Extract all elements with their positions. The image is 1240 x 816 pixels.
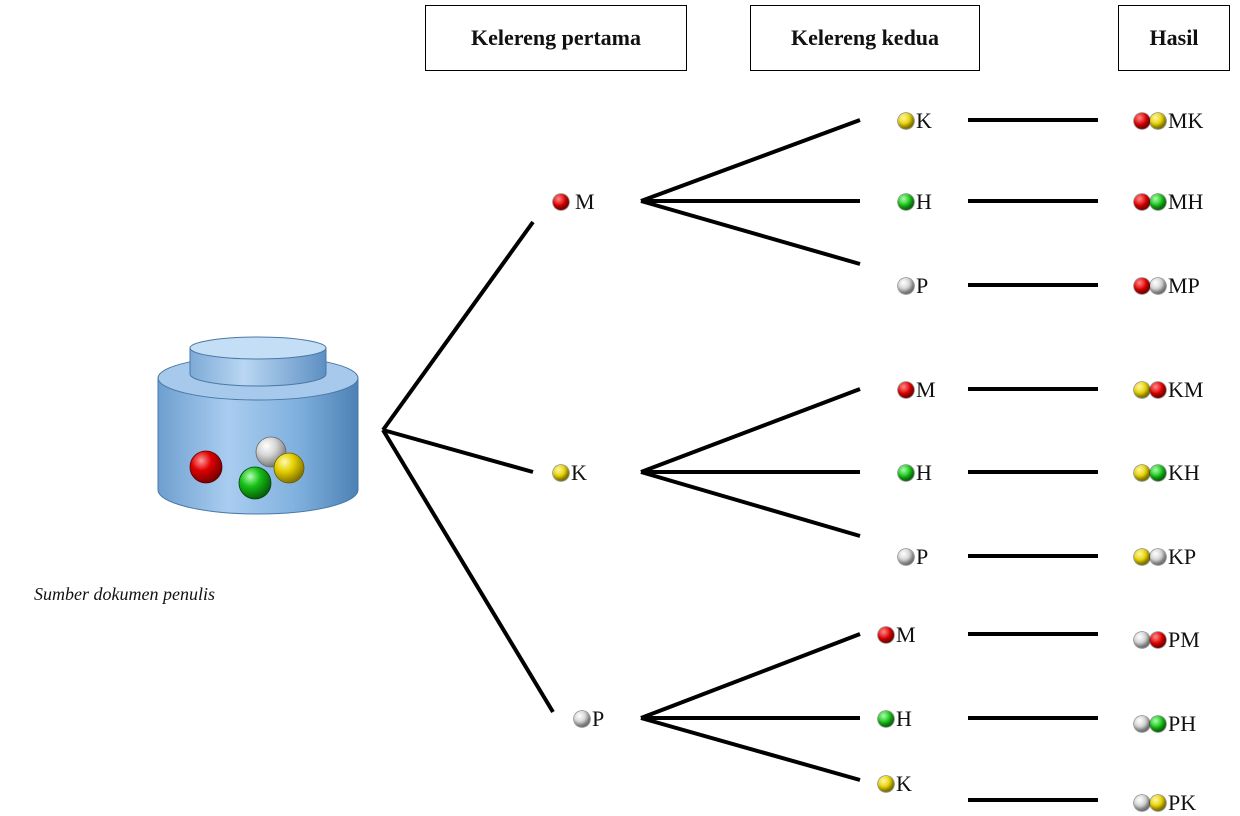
header-first-marble: Kelereng pertama [425,5,687,71]
result-label: PH [1168,711,1197,736]
second-node-label: H [916,189,932,214]
silver-marble-icon [1134,716,1150,732]
result-label: KM [1168,377,1204,402]
second-node-3: P [898,273,928,299]
header-second-marble: Kelereng kedua [750,5,980,71]
header-result: Hasil [1118,5,1230,71]
edge-root-M [381,220,535,432]
header-result-label: Hasil [1149,25,1199,50]
result-node-1: MK [1134,108,1203,134]
first-node-M: M [553,189,595,215]
result-label: PM [1168,627,1200,652]
edge-M-P [640,199,861,266]
silver-marble-icon [1150,278,1166,294]
yellow-marble-icon [1134,549,1150,565]
first-node-P: P [574,706,604,732]
first-node-K: K [553,460,587,486]
result-label: MK [1168,108,1204,133]
edge-K-M [640,387,861,474]
green-marble-icon [898,194,914,210]
second-node-label: M [916,377,936,402]
second-node-label: H [896,706,912,731]
second-node-label: M [896,622,916,647]
result-node-2: MH [1134,189,1203,215]
header-second-label: Kelereng kedua [790,25,940,50]
result-node-4: KM [1134,377,1203,403]
silver-marble-icon [1150,549,1166,565]
first-node-label: P [592,706,605,731]
second-node-6: P [898,544,928,570]
edge-M-K [640,118,861,203]
edge-K-P [640,470,861,538]
green-marble-icon [898,465,914,481]
red-marble-icon [1150,382,1166,398]
result-node-7: PM [1134,627,1200,653]
edge-root-K [382,428,534,474]
result-node-6: KP [1134,544,1196,570]
edge-P-M [640,632,861,720]
second-node-7: M [878,622,916,648]
silver-marble-icon [574,711,590,727]
red-marble-icon [553,194,569,210]
silver-marble-icon [1134,795,1150,811]
second-node-label: P [916,544,929,569]
second-node-label: H [916,460,932,485]
first-node-label: M [575,189,595,214]
result-node-5: KH [1134,460,1200,486]
second-node-label: K [896,771,912,796]
green-marble-icon [1150,716,1166,732]
yellow-marble-icon [1134,465,1150,481]
result-label: KP [1168,544,1197,569]
second-node-label: K [916,108,932,133]
header-first-label: Kelereng pertama [470,25,642,50]
result-label: PK [1168,790,1197,815]
second-node-1: K [898,108,932,134]
second-node-2: H [898,189,932,215]
result-label: MP [1168,273,1200,298]
result-label: KH [1168,460,1200,485]
second-node-8: H [878,706,912,732]
yellow-marble-icon [553,465,569,481]
result-node-3: MP [1134,273,1200,299]
red-marble-icon [878,627,894,643]
red-marble-icon [1150,632,1166,648]
green-marble-icon [1150,465,1166,481]
red-marble-icon [1134,113,1150,129]
second-node-5: H [898,460,932,486]
silver-marble-icon [898,278,914,294]
source-caption: Sumber dokumen penulis [34,584,215,604]
green-marble-icon [878,711,894,727]
red-marble-icon [1134,278,1150,294]
second-node-4: M [898,377,936,403]
second-node-label: P [916,273,929,298]
marble-jar-illustration [157,336,359,515]
red-marble-icon [898,382,914,398]
yellow-marble-icon [1134,382,1150,398]
silver-marble-icon [898,549,914,565]
yellow-marble-icon [1150,795,1166,811]
yellow-marble-icon [898,113,914,129]
result-node-9: PK [1134,790,1196,816]
yellow-marble-icon [878,776,894,792]
result-label: MH [1168,189,1204,214]
edge-P-K [640,716,861,782]
green-marble-icon [1150,194,1166,210]
silver-marble-icon [1134,632,1150,648]
second-node-9: K [878,771,912,797]
first-node-label: K [571,460,587,485]
edge-root-P [381,428,555,714]
yellow-marble-icon [1150,113,1166,129]
result-node-8: PH [1134,711,1196,737]
red-marble-icon [1134,194,1150,210]
